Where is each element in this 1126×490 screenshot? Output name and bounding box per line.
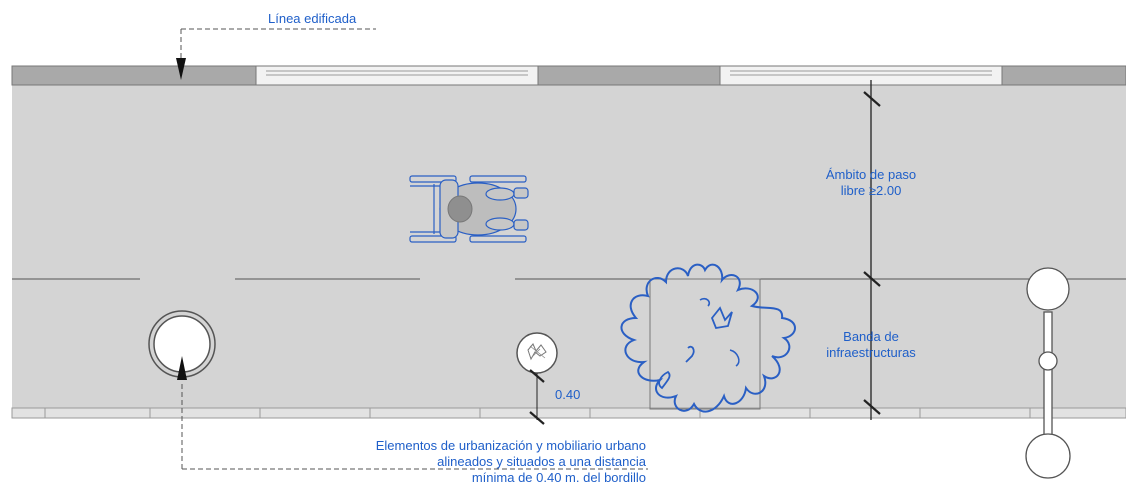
tree-canopy-icon — [620, 263, 796, 413]
curb-joints — [44, 408, 1031, 418]
offset-dimension-label: 0.40 — [555, 387, 581, 402]
free-path-label-line2: libre ≥2.00 — [840, 183, 902, 198]
building-line-label: Línea edificada — [268, 11, 357, 26]
free-path-label: Ámbito de paso libre ≥2.00 — [806, 167, 936, 199]
building-line-strip — [11, 65, 1126, 86]
curb — [11, 407, 1126, 419]
furniture-note-line2: alineados y situados a una distancia — [437, 454, 646, 469]
free-path-label-line1: Ámbito de paso — [825, 167, 917, 182]
furniture-note-line1: Elementos de urbanización y mobiliario u… — [375, 438, 646, 453]
infrastructure-band-label: Banda de infraestructuras — [806, 329, 936, 361]
building-line-leader — [180, 28, 376, 58]
infrastructure-band-label-line1: Banda de — [843, 329, 899, 344]
street-lamp-icon — [1025, 267, 1071, 479]
furniture-note-arrow — [177, 356, 187, 380]
small-tree-grate — [516, 332, 558, 374]
dimension-line-vertical — [863, 80, 881, 420]
building-line-arrow — [176, 58, 186, 80]
wheelchair-user-head — [447, 195, 473, 223]
furniture-note-leader — [181, 384, 648, 470]
tree-pit — [649, 278, 761, 410]
furniture-note-line3: mínima de 0.40 m. del bordillo — [471, 470, 646, 485]
furniture-note-label: Elementos de urbanización y mobiliario u… — [300, 438, 646, 486]
infrastructure-band-label-line2: infraestructuras — [826, 345, 916, 360]
